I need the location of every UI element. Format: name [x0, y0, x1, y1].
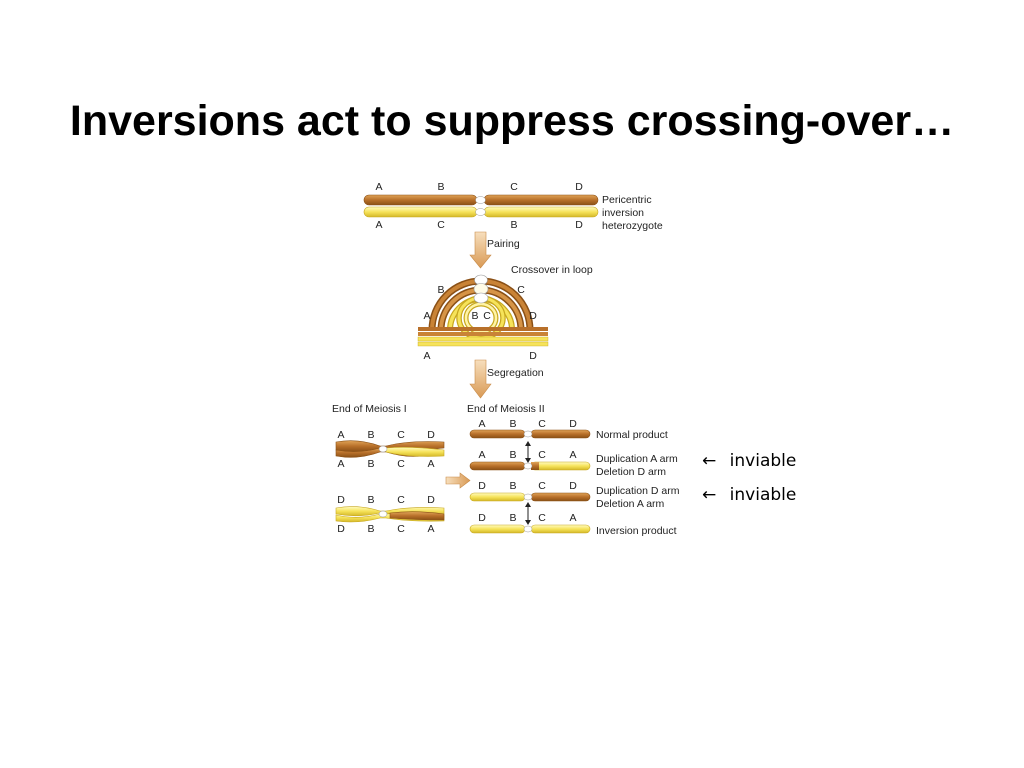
gene-label: C [397, 494, 405, 506]
gene-label: A [427, 523, 434, 535]
normal-product: A B C D Normal product [469, 418, 668, 441]
gene-label: C [437, 219, 445, 231]
gene-label: B [367, 429, 374, 441]
gene-label: A [375, 219, 382, 231]
inversion-product: D B C A Inversion product [469, 512, 677, 537]
gene-label: B [437, 181, 444, 193]
gene-label: A [337, 429, 344, 441]
gene-label: B [509, 449, 516, 461]
meiosis-1-heading: End of Meiosis I [332, 403, 407, 415]
inviable-annotation-1: ← inviable [702, 451, 796, 471]
gene-label: A [337, 458, 344, 470]
heterozygote-label-line: Pericentric [602, 194, 652, 206]
gene-label: B [510, 219, 517, 231]
gene-label: C [538, 512, 546, 524]
gene-label: A [569, 449, 576, 461]
loop-label: Crossover in loop [511, 264, 593, 276]
gene-label: C [397, 458, 405, 470]
heterozygote-label-line: inversion [602, 207, 644, 219]
gene-label: D [529, 350, 537, 362]
lower-chromosome: A C B D [363, 206, 599, 231]
inversion-loop: Crossover in loop B C A D B C A D [417, 264, 593, 362]
gene-label: B [437, 284, 444, 296]
gene-label: C [538, 449, 546, 461]
gene-label: D [337, 523, 345, 535]
product-label-line: Duplication A arm [596, 453, 678, 465]
left-arrow-icon: ← [702, 485, 717, 505]
segregation-label: Segregation [487, 367, 544, 379]
gene-label: A [375, 181, 382, 193]
left-arrow-icon: ← [702, 451, 717, 471]
gene-label: D [569, 418, 577, 430]
gene-label: A [423, 310, 430, 322]
duplication-a-product: A B C A Duplication A arm Deletion D arm [469, 449, 678, 478]
gene-label: D [478, 512, 486, 524]
gene-label: C [538, 418, 546, 430]
gene-label: A [427, 458, 434, 470]
gene-label: B [367, 494, 374, 506]
gene-label: C [397, 523, 405, 535]
product-label-line: Deletion D arm [596, 466, 666, 478]
heterozygote-pair: A B C D A C B D Pericentric inversion he… [363, 181, 663, 232]
slide-title: Inversions act to suppress crossing-over… [69, 96, 955, 145]
heterozygote-label-line: heterozygote [602, 220, 663, 232]
product-label-line: Inversion product [596, 525, 677, 537]
gene-label: B [509, 480, 516, 492]
product-label-line: Normal product [596, 429, 668, 441]
inviable-annotation-2: ← inviable [702, 485, 796, 505]
gene-label: B [367, 523, 374, 535]
gene-label: C [397, 429, 405, 441]
meiosis-2-heading: End of Meiosis II [467, 403, 545, 415]
annotation-text: inviable [729, 485, 797, 505]
gene-label: B [471, 310, 478, 322]
gene-label: D [427, 494, 435, 506]
gene-label: D [575, 181, 583, 193]
product-label-line: Deletion A arm [596, 498, 665, 510]
gene-label: B [367, 458, 374, 470]
gene-label: D [569, 480, 577, 492]
gene-label: D [478, 480, 486, 492]
gene-label: C [517, 284, 525, 296]
gene-label: D [427, 429, 435, 441]
pairing-label: Pairing [487, 238, 520, 250]
pairing-arrow: Pairing [469, 231, 520, 269]
gene-label: D [529, 310, 537, 322]
gene-label: D [575, 219, 583, 231]
product-label-line: Duplication D arm [596, 485, 680, 497]
gene-label: A [478, 418, 485, 430]
gene-label: A [478, 449, 485, 461]
meiosis-2-products: End of Meiosis II A B C D Normal product… [467, 403, 680, 537]
segregation-arrow: Segregation [469, 359, 544, 399]
gene-label: C [510, 181, 518, 193]
gene-label: B [509, 418, 516, 430]
gene-label: C [483, 310, 491, 322]
annotation-text: inviable [729, 451, 797, 471]
meiosis-transition-arrow [445, 472, 471, 489]
gene-label: A [569, 512, 576, 524]
upper-chromosome: A B C D [363, 181, 599, 206]
meiosis-1-products: End of Meiosis I A B C D A B C A D B C D… [332, 403, 445, 535]
gene-label: C [538, 480, 546, 492]
gene-label: D [337, 494, 345, 506]
gene-label: B [509, 512, 516, 524]
duplication-d-product: D B C D Duplication D arm Deletion A arm [469, 480, 680, 510]
gene-label: A [423, 350, 430, 362]
